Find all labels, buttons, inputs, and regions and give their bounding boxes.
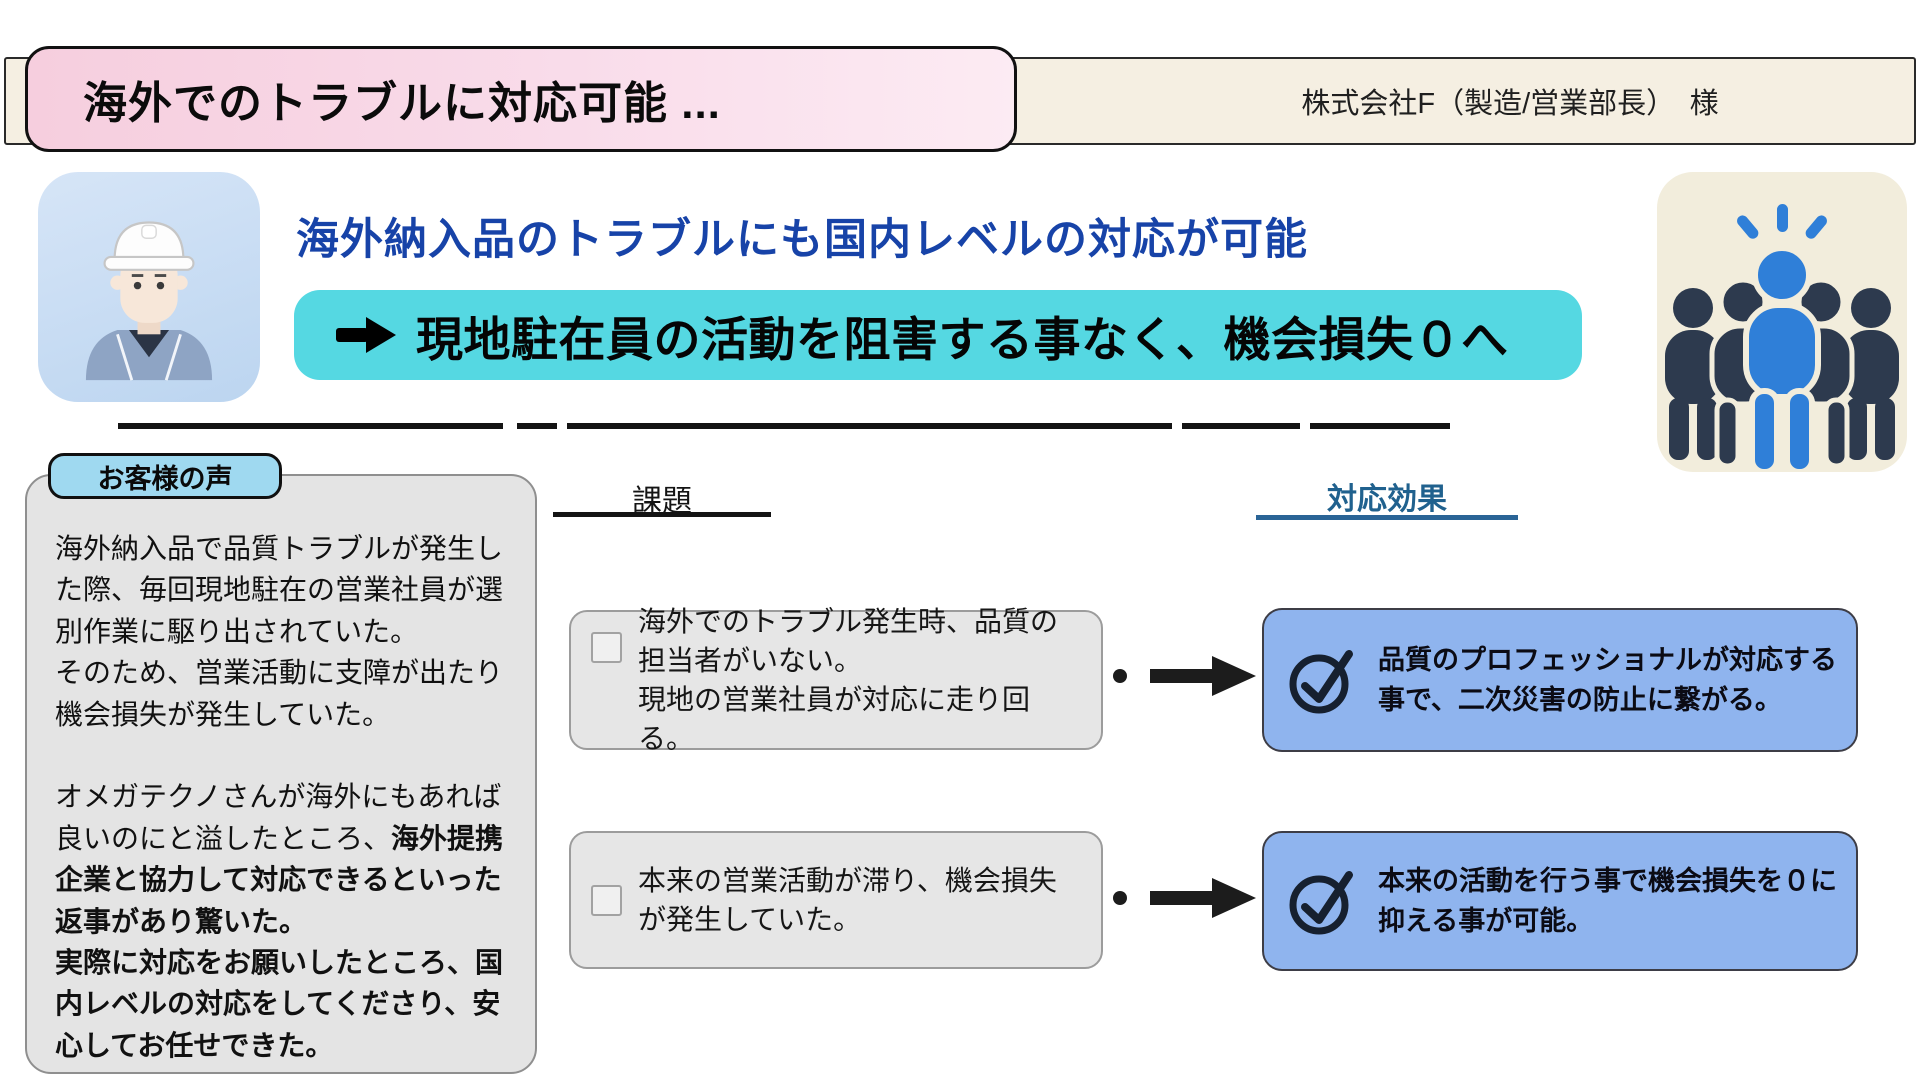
- slide-title: 海外でのトラブルに対応可能 ...: [83, 79, 721, 128]
- issues-underline: [553, 512, 771, 517]
- check-circle-icon: [1286, 865, 1358, 937]
- checkbox-icon: [591, 884, 622, 916]
- right-arrow-icon: [336, 317, 396, 353]
- worker-avatar-icon: [85, 221, 213, 381]
- effect-card-1: 品質のプロフェッショナルが対応する事で、二次災害の防止に繋がる。: [1262, 608, 1858, 752]
- main-headline: 海外納入品のトラブルにも国内レベルの対応が可能: [296, 216, 1308, 264]
- voice-p1-sentence2: そのため、営業活動に支障が出たり機会損失が発生していた。: [55, 657, 504, 730]
- voice-p2-normal: オメガテクノさんが海外にもあれば良いのにと溢したところ、: [55, 781, 502, 854]
- effect-1-text: 品質のプロフェッショナルが対応する事で、二次災害の防止に繋がる。: [1378, 644, 1837, 716]
- voice-p1-sentence1: 海外納入品で品質トラブルが発生した際、毎回現地駐在の営業社員が選別作業に駆り出さ…: [55, 533, 504, 647]
- dashed-divider: [118, 423, 1457, 429]
- voice-p2-bold: 海外提携企業と協力して対応できるといった返事があり驚いた。: [55, 822, 504, 937]
- sub-headline: 現地駐在員の活動を阻害する事なく、機会損失０へ: [416, 312, 1509, 366]
- slide-title-box: 海外でのトラブルに対応可能 ...: [25, 46, 1017, 152]
- effect-card-2: 本来の活動を行う事で機会損失を０に抑える事が可能。: [1262, 831, 1858, 971]
- issue-2-text: 本来の営業活動が滞り、機会損失が発生していた。: [638, 861, 1081, 939]
- effect-2-text: 本来の活動を行う事で機会損失を０に抑える事が可能。: [1378, 865, 1837, 937]
- check-circle-icon: [1286, 644, 1358, 716]
- effects-underline: [1256, 515, 1518, 520]
- effects-header: 対応効果: [1327, 483, 1447, 516]
- voice-paragraph-1: 海外納入品で品質トラブルが発生した際、毎回現地駐在の営業社員が選別作業に駆り出さ…: [55, 528, 508, 735]
- team-icon: [1665, 204, 1899, 475]
- issue-2-line1: 本来の営業活動が滞り、機会損失が発生していた。: [638, 864, 1057, 935]
- team-icon-box: [1657, 172, 1907, 475]
- worker-avatar: [38, 172, 260, 402]
- flow-arrow-icon: [1113, 656, 1256, 696]
- sub-headline-box: 現地駐在員の活動を阻害する事なく、機会損失０へ: [294, 290, 1582, 380]
- voice-label: お客様の声: [48, 453, 282, 499]
- flow-arrow-icon: [1113, 878, 1256, 918]
- issue-card-1: 海外でのトラブル発生時、品質の担当者がいない。 現地の営業社員が対応に走り回る。: [569, 606, 1103, 754]
- client-label: 株式会社F（製造/営業部長） 様: [1301, 88, 1719, 120]
- issue-card-2: 本来の営業活動が滞り、機会損失が発生していた。: [569, 831, 1103, 969]
- voice-paragraph-2: オメガテクノさんが海外にもあれば良いのにと溢したところ、海外提携企業と協力して対…: [55, 776, 508, 1066]
- voice-box: 海外納入品で品質トラブルが発生した際、毎回現地駐在の営業社員が選別作業に駆り出さ…: [25, 474, 537, 1074]
- issue-1-line1: 海外でのトラブル発生時、品質の担当者がいない。: [638, 605, 1059, 676]
- voice-p3-bold: 実際に対応をお願いしたところ、国内レベルの対応をしてくださり、安心してお任せでき…: [55, 946, 504, 1061]
- issue-1-line2: 現地の営業社員が対応に走り回る。: [638, 684, 1031, 755]
- issue-1-text: 海外でのトラブル発生時、品質の担当者がいない。 現地の営業社員が対応に走り回る。: [638, 602, 1081, 759]
- checkbox-icon: [591, 632, 622, 663]
